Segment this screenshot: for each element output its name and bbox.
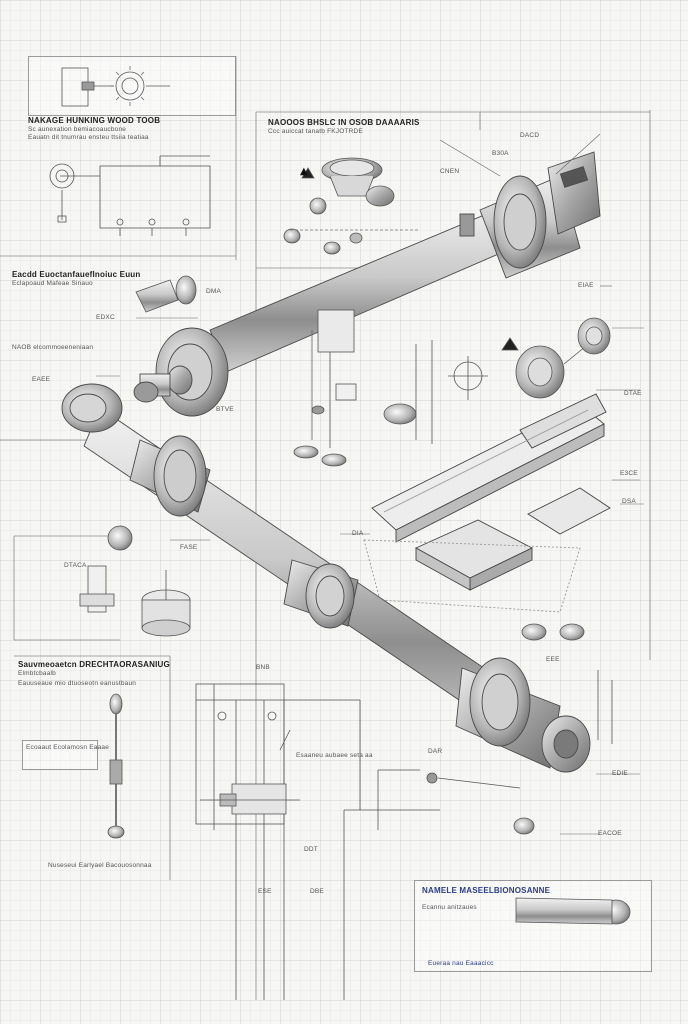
callout-label: EDXC (96, 314, 115, 321)
subtitle-top-center: Ccc auiccat tanatb FKJOTRDE (268, 128, 363, 135)
callout-label: CNEN (440, 168, 460, 175)
callout-label: B30A (492, 150, 509, 157)
callout-label: EAEE (32, 376, 51, 383)
callout-label: EACOE (598, 830, 622, 837)
callout-label: BTVE (216, 406, 234, 413)
subtitle-top-left: Sc aunexation bemiacoaucbone (28, 126, 127, 133)
label-small-left: NAOB elcommoeeneniaan (12, 344, 94, 351)
caption-lower-left: Nuseseui Earlyael Bacouosonnaa (48, 862, 152, 869)
callout-label: DACD (520, 132, 540, 139)
callout-label: EEE (546, 656, 560, 663)
panel-bottom-right (414, 880, 652, 972)
note-top-left: Eauatn dit tnumrau ensteu ttsiia teatiaa (28, 134, 149, 141)
subtitle-mid-left: Eclapoaud Mafeae Sinauo (12, 280, 93, 287)
panel-lower-left-inner (22, 740, 98, 770)
subtitle-bottom-right: Ecannu anitzaues (422, 904, 477, 911)
label-lower-left-inner: Ecoaaut Ecolamosn Eaaae (26, 744, 110, 751)
title-mid-left: Eacdd Euoctanfaueflnoiuc Euun (12, 270, 141, 279)
callout-label: EIAE (578, 282, 594, 289)
subtitle-lower-left: Elmbtcbaalb (18, 670, 56, 677)
callout-label: DBE (310, 888, 324, 895)
callout-label: DDT (304, 846, 318, 853)
title-bottom-right: NAMELE MASEELBIONOSANNE (422, 886, 551, 895)
title-lower-left: Sauvmeoaetcn DRECHTAORASANIUG (18, 660, 170, 669)
callout-label: DAR (428, 748, 443, 755)
title-top-center: NAOOOS BHSLC IN OSOB DAAAARIS (268, 118, 420, 127)
callout-label: FASE (180, 544, 198, 551)
callout-label: BNB (256, 664, 270, 671)
callout-label: DSA (622, 498, 636, 505)
callout-label: ESE (258, 888, 272, 895)
center-note: Esaaneu aubaee seta aa (296, 752, 373, 759)
callout-label: DIA (352, 530, 364, 537)
callout-label: DTACA (64, 562, 87, 569)
note-lower-left: Eauuseaue mio dtuoseotn eanustbaun (18, 680, 137, 687)
callout-label: DMA (206, 288, 222, 295)
title-top-left: NAKAGE HUNKING WOOD TOOB (28, 116, 161, 125)
footer-bottom-right: Eueraa nau Eaaacicc (428, 960, 494, 967)
callout-label: E3CE (620, 470, 638, 477)
warning-triangle-icon: ▲ (300, 166, 308, 177)
callout-label: EDIE (612, 770, 628, 777)
callout-label: DTAE (624, 390, 642, 397)
